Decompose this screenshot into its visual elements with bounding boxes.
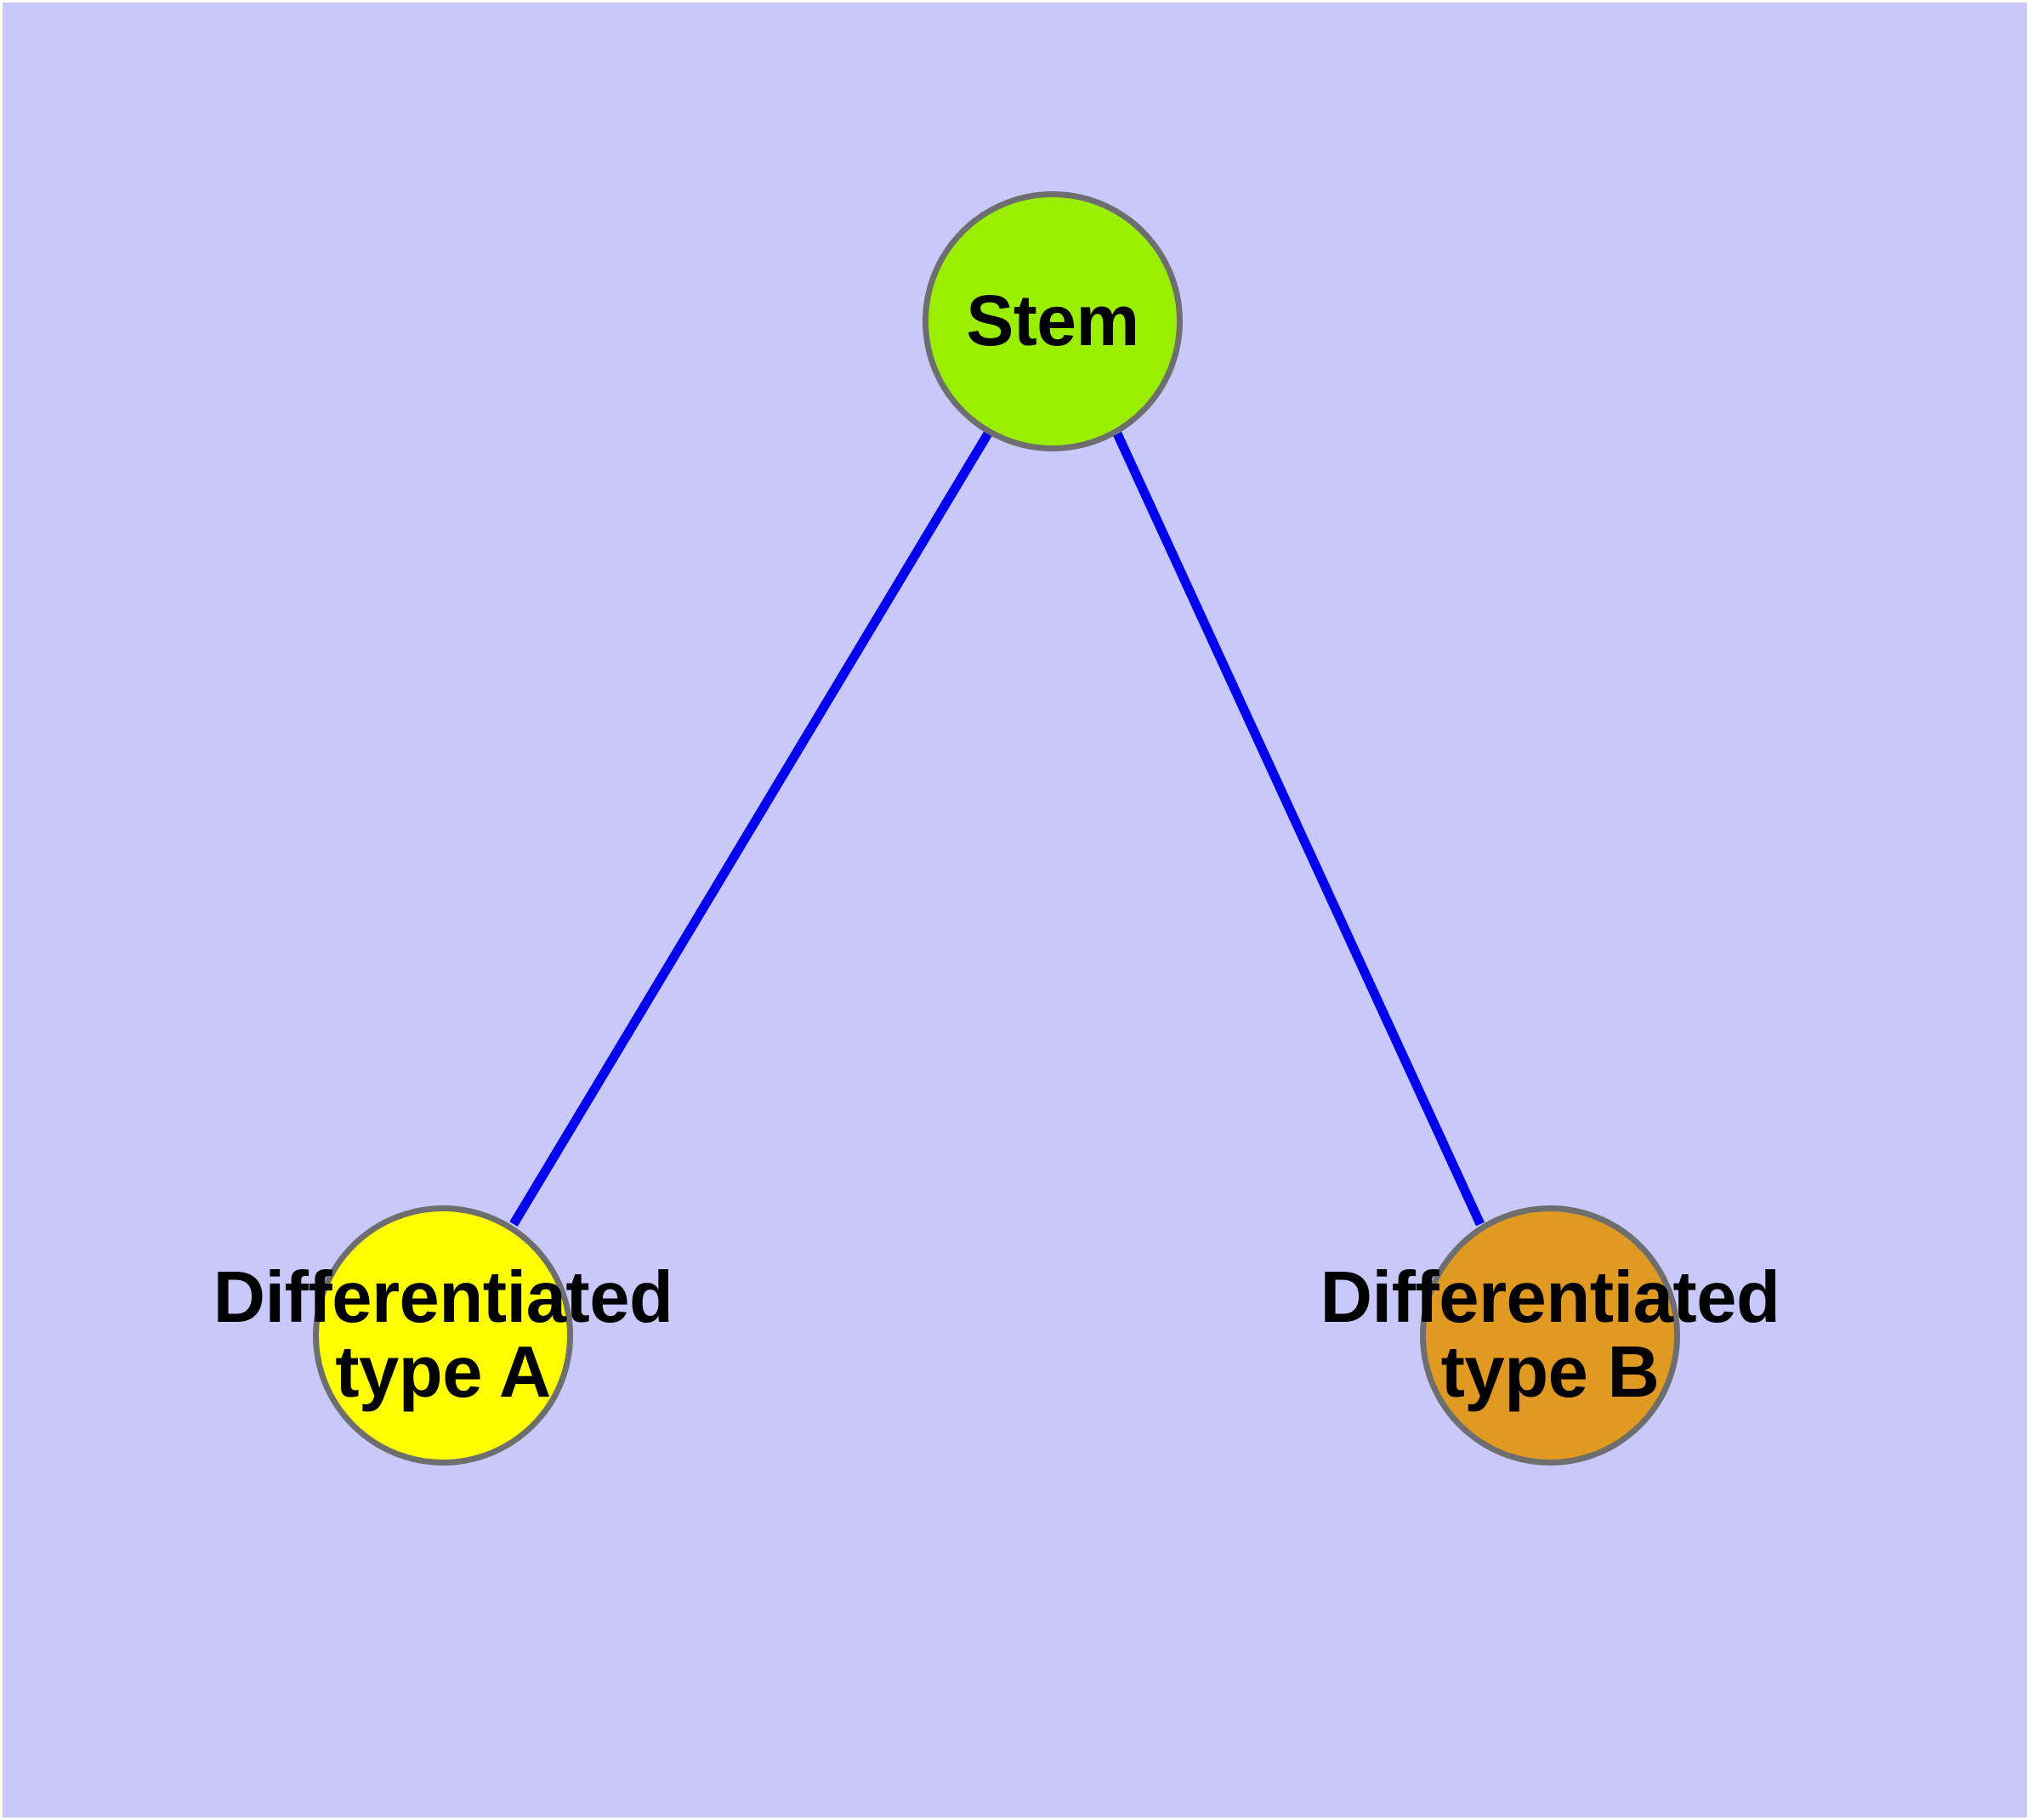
node-differentiated-type-a-circle [313,1205,573,1466]
edge-stem-to-differentiated-type-b[interactable] [1113,431,1485,1227]
edge-layer [509,431,1485,1227]
node-stem[interactable]: Stem [923,191,1183,451]
node-differentiated-type-b-circle [1420,1205,1680,1466]
edge-stem-to-differentiated-type-a[interactable] [509,431,992,1227]
node-stem-circle [923,191,1183,451]
